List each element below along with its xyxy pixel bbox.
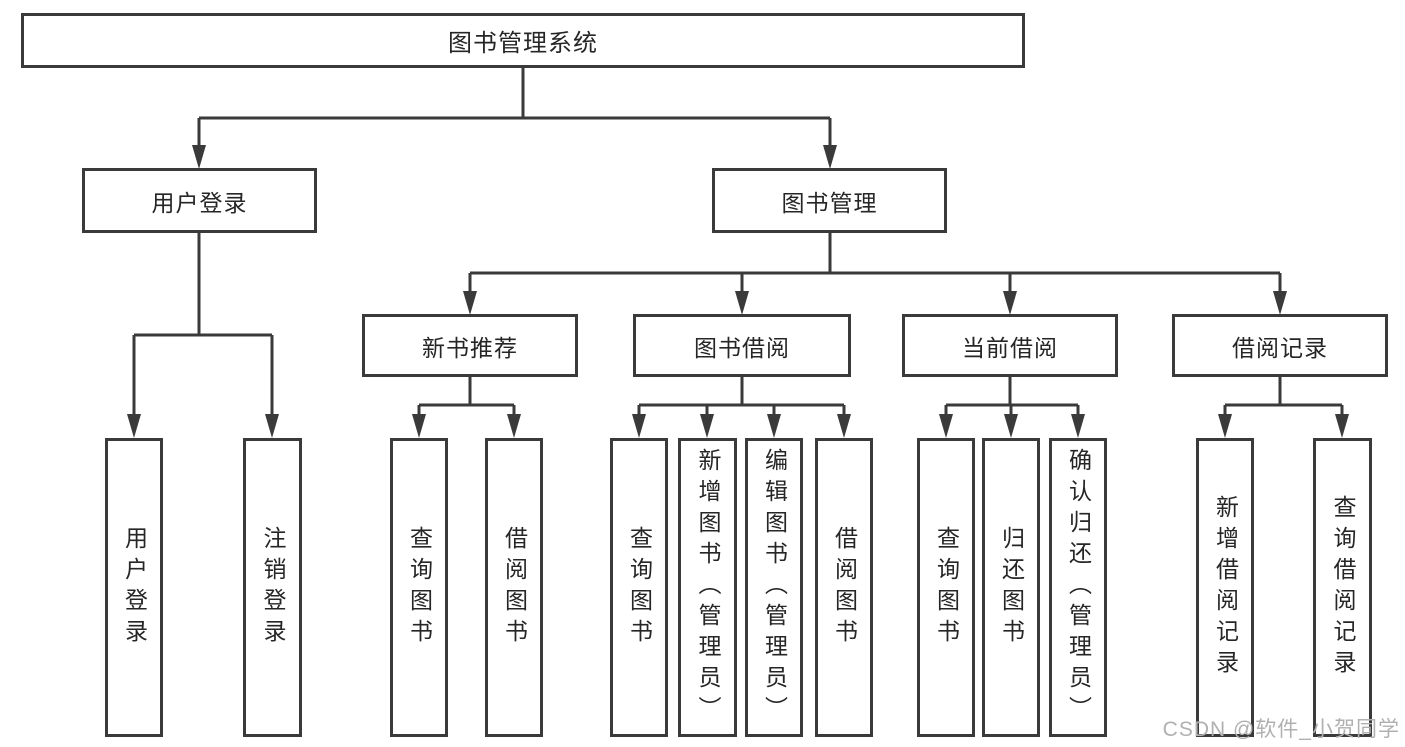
arrow-down-icon: [1003, 291, 1017, 315]
leaf-label: 查询图书: [626, 525, 653, 650]
arrow-down-icon: [265, 414, 279, 438]
connector-bookborrow-to-leaves: [637, 377, 846, 416]
arrow-down-icon: [1335, 414, 1349, 438]
connector-currentborrow-to-leaves: [944, 377, 1080, 416]
leaf-nb-query-books: 查询图书: [390, 438, 448, 737]
arrow-down-icon: [412, 414, 426, 438]
node-new-book-recommend: 新书推荐: [362, 314, 578, 377]
node-root: 图书管理系统: [21, 13, 1025, 68]
leaf-label: 归还图书: [998, 525, 1025, 650]
arrow-down-icon: [823, 145, 837, 169]
leaf-cb-confirm-return-admin: 确认归还（管理员）: [1049, 438, 1107, 737]
arrow-down-icon: [700, 414, 714, 438]
arrow-down-icon: [463, 291, 477, 315]
leaf-bb-add-book-admin: 新增图书（管理员）: [678, 438, 737, 737]
connector-root-to-level2: [197, 68, 832, 147]
node-current-borrow: 当前借阅: [902, 314, 1118, 377]
leaf-label: 注销登录: [260, 525, 286, 650]
node-book-borrow: 图书借阅: [633, 314, 851, 377]
connector-records-to-leaves: [1223, 377, 1344, 416]
csdn-watermark: CSDN @软件_小贺同学: [1162, 718, 1400, 741]
leaf-cb-return-books: 归还图书: [982, 438, 1040, 737]
leaf-user-login: 用户登录: [105, 438, 163, 737]
leaf-label: 新增图书（管理员）: [695, 448, 721, 727]
arrow-down-icon: [507, 414, 521, 438]
leaf-bb-query-books: 查询图书: [610, 438, 668, 737]
arrow-down-icon: [1273, 291, 1287, 315]
leaf-br-query-record: 查询借阅记录: [1313, 438, 1372, 737]
leaf-label: 查询图书: [933, 525, 960, 650]
node-book-management: 图书管理: [712, 168, 947, 233]
arrow-down-icon: [1004, 414, 1018, 438]
leaf-cb-query-books: 查询图书: [917, 438, 975, 737]
connector-userlogin-to-leaves: [132, 233, 274, 416]
leaf-label: 确认归还（管理员）: [1065, 448, 1092, 727]
leaf-logout: 注销登录: [243, 438, 302, 737]
arrow-down-icon: [632, 414, 646, 438]
leaf-bb-borrow-books: 借阅图书: [815, 438, 873, 737]
leaf-label: 借阅图书: [501, 525, 528, 650]
arrowheads: [127, 145, 1349, 438]
arrow-down-icon: [837, 414, 851, 438]
node-borrow-records: 借阅记录: [1172, 314, 1388, 377]
arrow-down-icon: [939, 414, 953, 438]
leaf-label: 用户登录: [121, 525, 148, 650]
leaf-label: 新增借阅记录: [1212, 494, 1239, 681]
leaf-bb-edit-book-admin: 编辑图书（管理员）: [745, 438, 803, 737]
leaf-label: 编辑图书（管理员）: [761, 448, 788, 727]
leaf-label: 借阅图书: [831, 525, 858, 650]
leaf-label: 查询图书: [406, 525, 433, 650]
connector-bookmgmt-to-level3: [468, 233, 1282, 293]
arrow-down-icon: [1071, 414, 1085, 438]
arrow-down-icon: [767, 414, 781, 438]
arrow-down-icon: [192, 145, 206, 169]
leaf-label: 查询借阅记录: [1330, 494, 1356, 681]
connector-newbook-to-leaves: [417, 377, 516, 416]
node-user-login: 用户登录: [82, 168, 317, 233]
leaf-nb-borrow-books: 借阅图书: [485, 438, 543, 737]
arrow-down-icon: [127, 414, 141, 438]
arrow-down-icon: [735, 291, 749, 315]
leaf-br-add-record: 新增借阅记录: [1196, 438, 1254, 737]
arrow-down-icon: [1218, 414, 1232, 438]
